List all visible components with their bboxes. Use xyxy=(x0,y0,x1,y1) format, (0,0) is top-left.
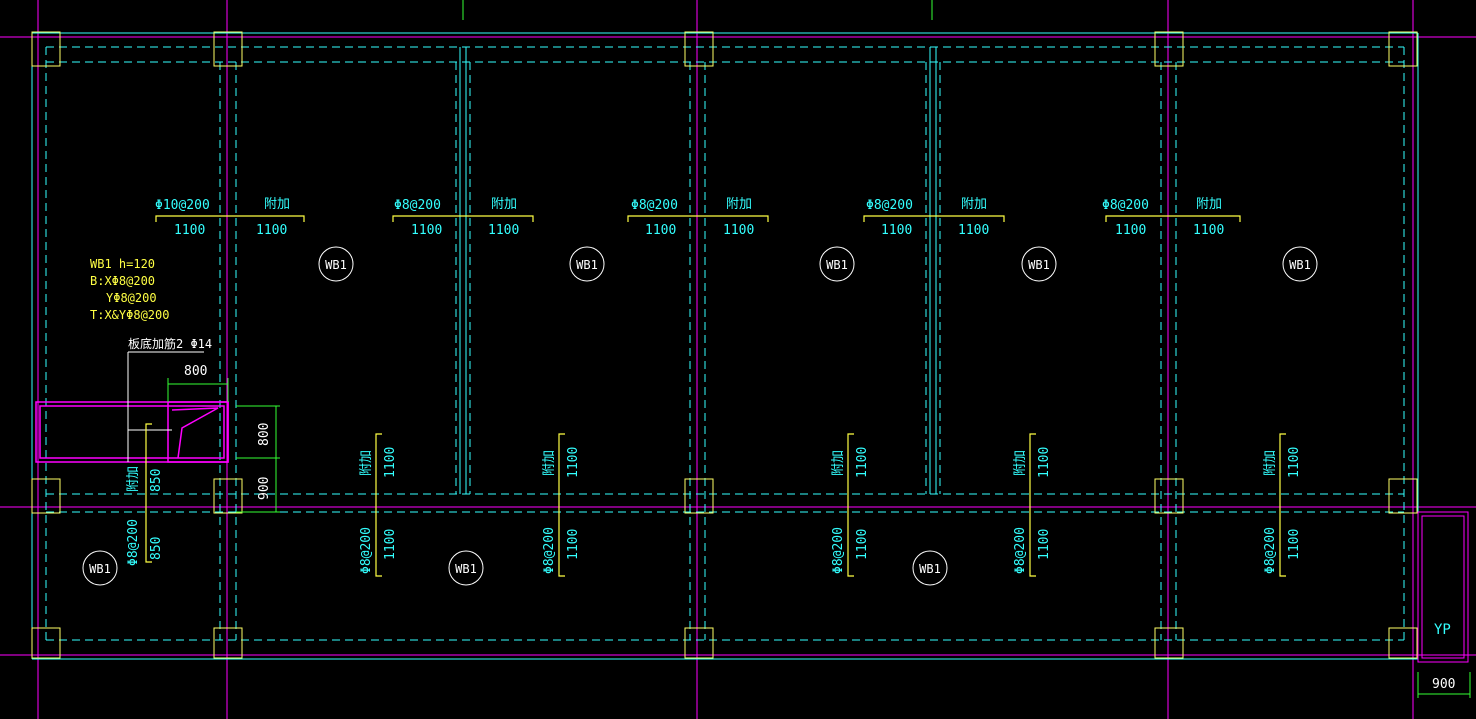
slab-tag[interactable]: WB1 xyxy=(1021,246,1057,282)
rebar-length: 1100 xyxy=(383,447,398,478)
rebar-spec: Φ8@200 xyxy=(831,527,846,574)
slab-spec-line: WB1 h=120 xyxy=(90,257,155,271)
axis-ticks xyxy=(462,0,933,20)
slab-spec-line: B:XΦ8@200 xyxy=(90,274,155,288)
rebar-length: 1100 xyxy=(855,529,870,560)
rebar-length: 1100 xyxy=(881,223,912,238)
rebar-length: 1100 xyxy=(723,223,754,238)
dimension-value: 800 xyxy=(257,423,272,446)
opening-note: 板底加筋2 Φ14 xyxy=(128,336,212,351)
rebar-spec: Φ8@200 xyxy=(631,198,678,213)
rebar-extra: 附加 xyxy=(359,450,374,476)
rebar-extra: 附加 xyxy=(264,197,290,212)
slab-tag[interactable]: WB1 xyxy=(569,246,605,282)
slab-spec-line: T:X&YΦ8@200 xyxy=(90,308,169,322)
slab-opening xyxy=(35,401,229,463)
rebar-extra: 附加 xyxy=(961,197,987,212)
rebar-length: 1100 xyxy=(488,223,519,238)
rebar-length: 1100 xyxy=(383,529,398,560)
rebar-length: 1100 xyxy=(1115,223,1146,238)
svg-text:WB1: WB1 xyxy=(576,258,598,272)
rebar-extra: 附加 xyxy=(831,450,846,476)
slab-tag[interactable]: WB1 xyxy=(82,550,118,586)
svg-text:WB1: WB1 xyxy=(826,258,848,272)
rebar-spec: Φ8@200 xyxy=(126,519,141,566)
rebar-spec: Φ8@200 xyxy=(542,527,557,574)
rebar-extra: 附加 xyxy=(491,197,517,212)
svg-text:WB1: WB1 xyxy=(325,258,347,272)
rebar-spec: Φ8@200 xyxy=(394,198,441,213)
rebar-spec: Φ8@200 xyxy=(1263,527,1278,574)
vertical-rebar-labels: 附加 Φ8@200 850 850 附加 Φ8@200 1100 1100 附加… xyxy=(126,447,1302,574)
corner-yp-box xyxy=(1417,511,1469,663)
slab-tag[interactable]: WB1 xyxy=(318,246,354,282)
svg-text:WB1: WB1 xyxy=(1028,258,1050,272)
rebar-extra: 附加 xyxy=(126,466,141,492)
rebar-spec: Φ8@200 xyxy=(1013,527,1028,574)
top-rebar-marks xyxy=(155,215,1241,222)
slab-tag[interactable]: WB1 xyxy=(912,550,948,586)
rebar-extra: 附加 xyxy=(1263,450,1278,476)
dimension-value: 800 xyxy=(184,364,207,379)
svg-text:WB1: WB1 xyxy=(1289,258,1311,272)
rebar-length: 1100 xyxy=(1037,447,1052,478)
rebar-length: 1100 xyxy=(1287,529,1302,560)
rebar-spec: Φ10@200 xyxy=(155,198,210,213)
slab-spec-line: YΦ8@200 xyxy=(106,291,157,305)
rebar-length: 1100 xyxy=(645,223,676,238)
dimension-value: 900 xyxy=(257,477,272,500)
rebar-extra: 附加 xyxy=(1013,450,1028,476)
corner-tag-yp: YP xyxy=(1434,622,1451,638)
rebar-length: 1100 xyxy=(256,223,287,238)
top-rebar-labels: Φ10@200 附加 1100 1100 Φ8@200 附加 1100 1100… xyxy=(155,197,1224,238)
rebar-length: 850 xyxy=(149,469,164,492)
rebar-extra: 附加 xyxy=(542,450,557,476)
opening-note-leader xyxy=(127,351,204,462)
rebar-spec: Φ8@200 xyxy=(1102,198,1149,213)
rebar-length: 1100 xyxy=(566,529,581,560)
slab-tag[interactable]: WB1 xyxy=(819,246,855,282)
slab-spec-note: WB1 h=120 B:XΦ8@200 YΦ8@200 T:X&YΦ8@200 xyxy=(90,257,169,322)
dimension-lines xyxy=(167,378,1471,698)
slab-tags: WB1 WB1 WB1 WB1 WB1 WB1 WB1 WB1 xyxy=(82,246,1318,586)
slab-tag[interactable]: WB1 xyxy=(448,550,484,586)
rebar-length: 1100 xyxy=(855,447,870,478)
svg-text:WB1: WB1 xyxy=(455,562,477,576)
dimension-value: 900 xyxy=(1432,677,1455,692)
rebar-length: 850 xyxy=(149,537,164,560)
rebar-length: 1100 xyxy=(411,223,442,238)
rebar-length: 1100 xyxy=(174,223,205,238)
rebar-spec: Φ8@200 xyxy=(866,198,913,213)
beam-lines xyxy=(31,32,1419,660)
svg-text:WB1: WB1 xyxy=(919,562,941,576)
slab-tag[interactable]: WB1 xyxy=(1282,246,1318,282)
rebar-extra: 附加 xyxy=(1196,197,1222,212)
rebar-length: 1100 xyxy=(1037,529,1052,560)
rebar-length: 1100 xyxy=(566,447,581,478)
rebar-length: 1100 xyxy=(958,223,989,238)
rebar-extra: 附加 xyxy=(726,197,752,212)
rebar-spec: Φ8@200 xyxy=(359,527,374,574)
rebar-length: 1100 xyxy=(1287,447,1302,478)
vertical-rebar-marks xyxy=(145,423,1286,577)
columns xyxy=(31,31,1418,659)
dimension-texts: 800 800 900 900 xyxy=(184,364,1455,692)
svg-text:WB1: WB1 xyxy=(89,562,111,576)
rebar-length: 1100 xyxy=(1193,223,1224,238)
